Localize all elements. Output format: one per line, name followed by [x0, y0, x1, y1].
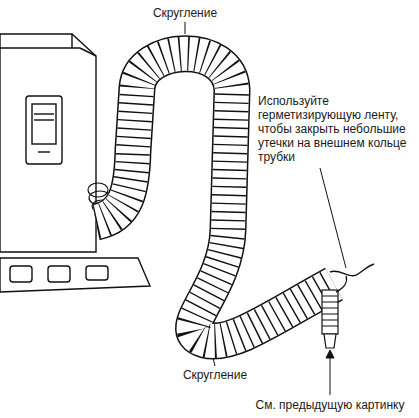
- appliance-box: [0, 34, 96, 252]
- leader-lines: [185, 22, 346, 395]
- sealing-tape: [330, 264, 374, 292]
- small-tube: [322, 290, 338, 348]
- note-text: Используйте герметизирующую ленту, чтобы…: [258, 94, 416, 164]
- base-rail: [0, 258, 150, 292]
- bend-label: Скругление: [153, 6, 217, 20]
- bend-label: Скругление: [183, 368, 247, 382]
- reference-label: См. предыдущую картинку: [256, 398, 405, 412]
